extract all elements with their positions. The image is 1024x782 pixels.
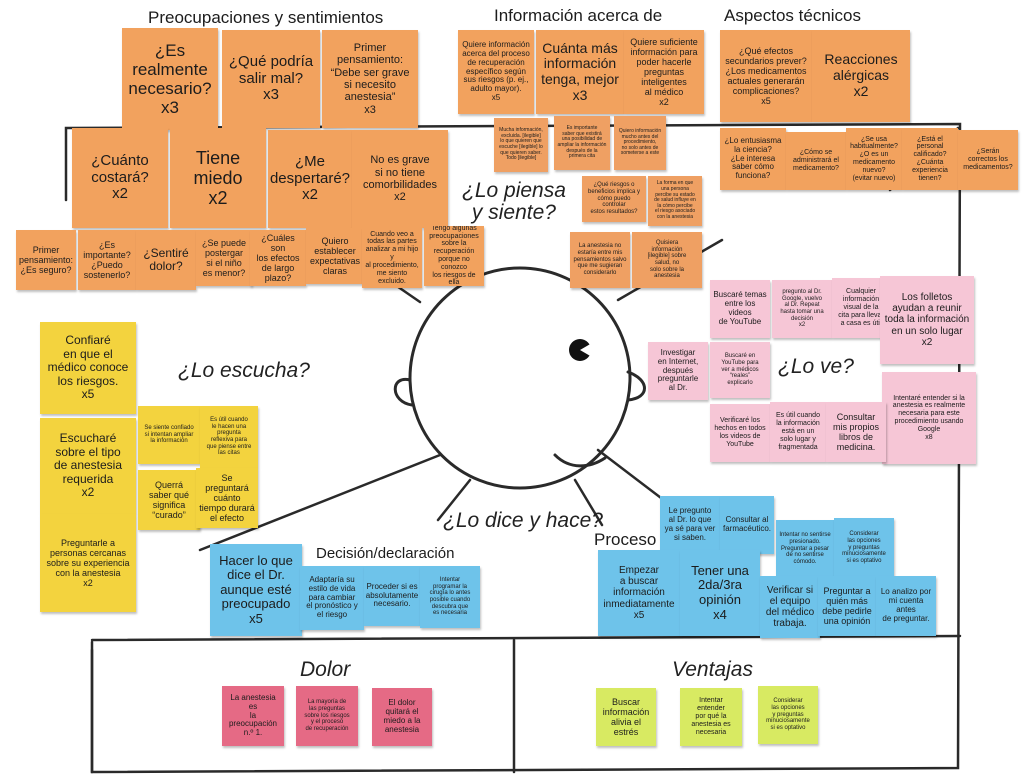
sticky-note-decision: Intentar programar la cirugía lo antes p… [420, 566, 480, 628]
sticky-note-hears: Escucharé sobre el tipo de anestesia req… [40, 418, 136, 514]
quadrant-thinks-label: ¿Lo piensa y siente? [462, 179, 566, 225]
sticky-note-info: Mucha información, excluida. [ilegible] … [494, 118, 548, 172]
quadrant-says-label: ¿Lo dice y hace? [443, 509, 603, 532]
sticky-note-sees: Intentaré entender si la anestesia es re… [882, 372, 976, 464]
sticky-note-process: Intentar no sentirse presionado. Pregunt… [776, 520, 834, 578]
sticky-note-worry: ¿Me despertaré? x2 [268, 130, 352, 228]
header-worries: Preocupaciones y sentimientos [148, 8, 384, 27]
sticky-note-process: Le pregunto al Dr. lo que ya sé para ver… [660, 496, 720, 554]
header-technical: Aspectos técnicos [724, 6, 862, 25]
sticky-note-decision: Hacer lo que dice el Dr. aunque esté pre… [210, 544, 302, 636]
sticky-note-sees: Verificaré los hechos en todos los video… [710, 404, 770, 462]
header-info: Información acerca de [494, 6, 663, 25]
sticky-note-sees: Buscaré temas entre los videos de YouTub… [710, 280, 770, 338]
sticky-note-technical: ¿Está el personal calificado? ¿Cuánta ex… [902, 128, 958, 190]
sticky-note-hears: Confiaré en que el médico conoce los rie… [40, 322, 136, 414]
mouth [553, 453, 607, 468]
sticky-note-sees: Es útil cuando la información está en un… [770, 402, 826, 462]
section-pain-label: Dolor [300, 658, 351, 681]
sticky-note-info: La anestesia no estaría entre mis pensam… [570, 232, 630, 288]
sticky-note-process: Preguntar a quién más debe pedirle una o… [818, 576, 876, 636]
sticky-note-hears: Preguntarle a personas cercanas sobre su… [40, 514, 136, 612]
sticky-note-worry: No es grave si no tiene comorbilidades x… [352, 130, 448, 228]
sticky-note-worry: Cuando veo a todas las partes analizar a… [362, 228, 422, 288]
sticky-note-info: Quiere suficiente información para poder… [624, 30, 704, 114]
section-decision-label: Decisión/declaración [316, 545, 455, 562]
sticky-note-worry: Tiene miedo x2 [170, 128, 266, 228]
sticky-note-gain: Buscar información alivia el estrés [596, 688, 656, 746]
sticky-note-hears: Es útil cuando le hacen una pregunta ref… [200, 406, 258, 468]
sticky-note-technical: Reacciones alérgicas x2 [812, 30, 910, 122]
eye-highlight [580, 343, 592, 357]
sticky-note-hears: Querrá saber qué significa “curado” [138, 470, 200, 530]
head-circle [408, 266, 632, 490]
sticky-note-worry: Primer pensamiento: ¿Es seguro? [16, 230, 76, 290]
sticky-note-gain: Considerar las opciones y preguntas minu… [758, 686, 818, 744]
sticky-note-info: Quisiera información [ilegible] sobre sa… [632, 232, 702, 288]
sticky-note-worry: ¿Qué podría salir mal? x3 [222, 30, 320, 128]
quadrant-sees-label: ¿Lo ve? [778, 355, 854, 378]
sticky-note-worry: ¿Es realmente necesario? x3 [122, 28, 218, 130]
neck-left [436, 478, 472, 522]
sticky-note-process: Considerar las opciones y preguntas minu… [834, 518, 894, 578]
sticky-note-sees: Buscaré en YouTube para ver a médicos “r… [710, 342, 770, 398]
section-process-label: Proceso [594, 530, 657, 549]
sticky-note-worry: ¿Se puede postergar si el niño es menor? [196, 230, 252, 286]
sticky-note-decision: Proceder si es absolutamente necesario. [364, 566, 420, 626]
sticky-note-technical: ¿Serán correctos los medicamentos? [958, 130, 1018, 190]
sticky-note-technical: ¿Cómo se administrará el medicamento? [786, 132, 846, 190]
sticky-note-technical: ¿Se usa habitualmente? ¿O es un medicame… [846, 128, 902, 190]
sticky-note-hears: Se preguntará cuánto tiempo durará el ef… [196, 468, 258, 528]
quadrant-hears-label: ¿Lo escucha? [178, 359, 310, 382]
sticky-note-worry: Quiero establecer expectativas claras [306, 228, 364, 284]
sticky-note-process: Consultar al farmacéutico. [720, 496, 774, 554]
sticky-note-info: Cuánta más información tenga, mejor x3 [536, 30, 624, 114]
sticky-note-sees: Consultar mis propios libros de medicina… [826, 402, 886, 462]
sticky-note-technical: ¿Lo entusiasma la ciencia? ¿Le interesa … [720, 128, 786, 190]
sticky-note-decision: Adaptaría su estilo de vida para cambiar… [300, 566, 364, 630]
sticky-note-pain: El dolor quitará el miedo a la anestesia [372, 688, 432, 746]
horizontal-divider [90, 634, 962, 642]
diagonal-bottom-left [198, 453, 442, 552]
sticky-note-worry: ¿Cuáles son los efectos de largo plazo? [250, 230, 306, 286]
sticky-note-sees: pregunto al Dr. Google, vuelvo al Dr. Re… [772, 280, 832, 338]
sticky-note-technical: ¿Qué efectos secundarios prever? ¿Los me… [720, 30, 812, 122]
sticky-note-process: Lo analizo por mi cuenta antes de pregun… [876, 576, 936, 636]
right-ear [626, 370, 646, 402]
sticky-note-sees: Investigar en Internet, después pregunta… [648, 342, 708, 400]
neck-right [573, 478, 604, 527]
sticky-note-worry: Primer pensamiento: “Debe ser grave si n… [322, 30, 418, 128]
sticky-note-info: La forma en que una persona percibe su e… [648, 176, 702, 226]
sticky-note-process: Tener una 2da/3ra opinión x4 [680, 550, 760, 636]
sticky-note-hears: Se siente confiado si intentan ampliar l… [138, 406, 200, 464]
sticky-note-info: Quiero información mucho antes del proce… [614, 116, 666, 170]
sticky-note-pain: La anestesia es la preocupación n.º 1. [222, 686, 284, 746]
sticky-note-info: Quiere información acerca del proceso de… [458, 30, 534, 114]
sticky-note-process: Empezar a buscar información inmediatame… [598, 550, 680, 636]
sticky-note-process: Verificar si el equipo del médico trabaj… [760, 576, 820, 638]
sticky-note-pain: La mayoría de las preguntas sobre los ri… [296, 686, 358, 746]
sticky-note-info: ¿Qué riesgos o beneficios implica y cómo… [582, 176, 646, 222]
sticky-note-worry: ¿Sentiré dolor? [136, 230, 196, 290]
sticky-note-sees: Los folletos ayudan a reunir toda la inf… [880, 276, 974, 364]
sticky-note-gain: Intentar entender por qué la anestesia e… [680, 688, 742, 746]
section-gains-label: Ventajas [672, 658, 753, 681]
sticky-note-worry: Tengo algunas preocupaciones sobre la re… [424, 226, 484, 286]
sticky-note-info: Es importante saber que existirá una pos… [554, 116, 610, 170]
sticky-note-worry: ¿Es importante? ¿Puedo sostenerlo? [78, 230, 136, 290]
sticky-note-worry: ¿Cuánto costará? x2 [72, 128, 168, 228]
left-ear [393, 377, 414, 407]
